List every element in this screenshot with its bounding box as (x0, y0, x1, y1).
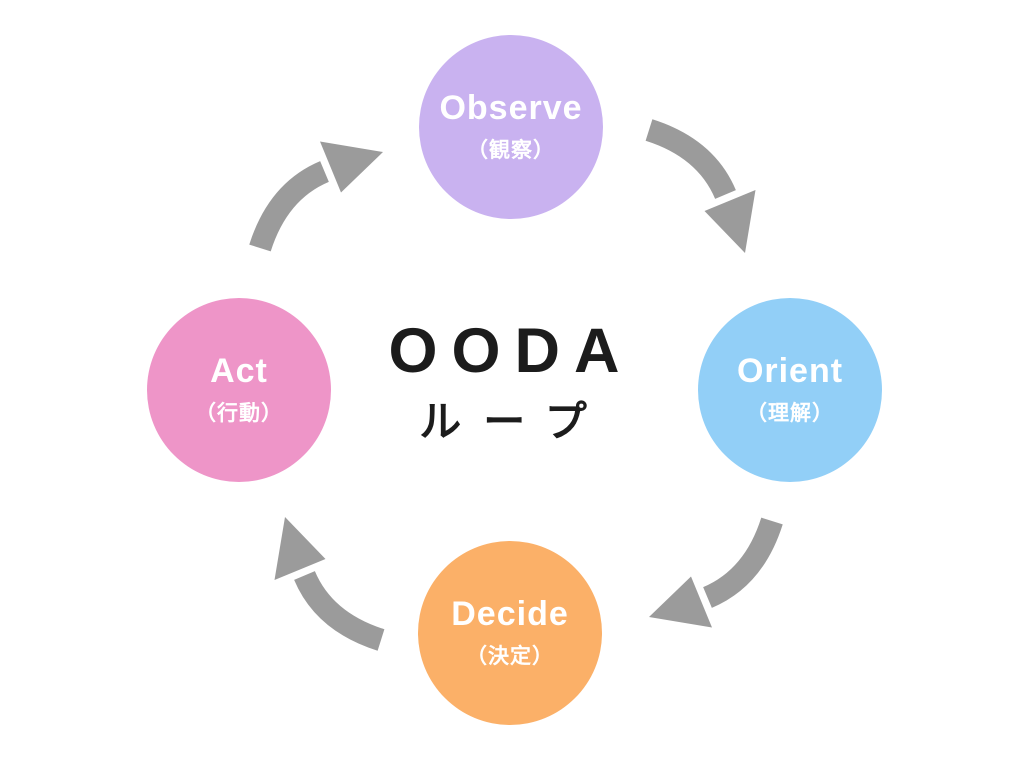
node-observe: Observe （観察） (419, 35, 603, 219)
arrow-observe-to-orient-icon (625, 115, 775, 265)
node-decide-sublabel: （決定） (466, 645, 554, 669)
arrow-act-to-observe-icon (245, 122, 395, 272)
arrow-orient-to-decide-icon (637, 497, 787, 647)
node-orient-sublabel: （理解） (746, 402, 834, 426)
node-observe-sublabel: （観察） (467, 139, 555, 163)
node-act: Act （行動） (147, 298, 331, 482)
node-decide: Decide （決定） (418, 541, 602, 725)
node-act-label: Act (210, 351, 268, 390)
node-orient: Orient （理解） (698, 298, 882, 482)
loop-subtitle-text: ループ (419, 398, 609, 445)
node-observe-label: Observe (439, 88, 583, 127)
center-title: OODA ループ (334, 320, 678, 443)
node-orient-label: Orient (736, 351, 844, 390)
ooda-title-text: OODA (388, 316, 634, 386)
node-act-sublabel: （行動） (195, 402, 283, 426)
node-decide-label: Decide (451, 594, 569, 633)
arrow-decide-to-act-icon (255, 505, 405, 655)
